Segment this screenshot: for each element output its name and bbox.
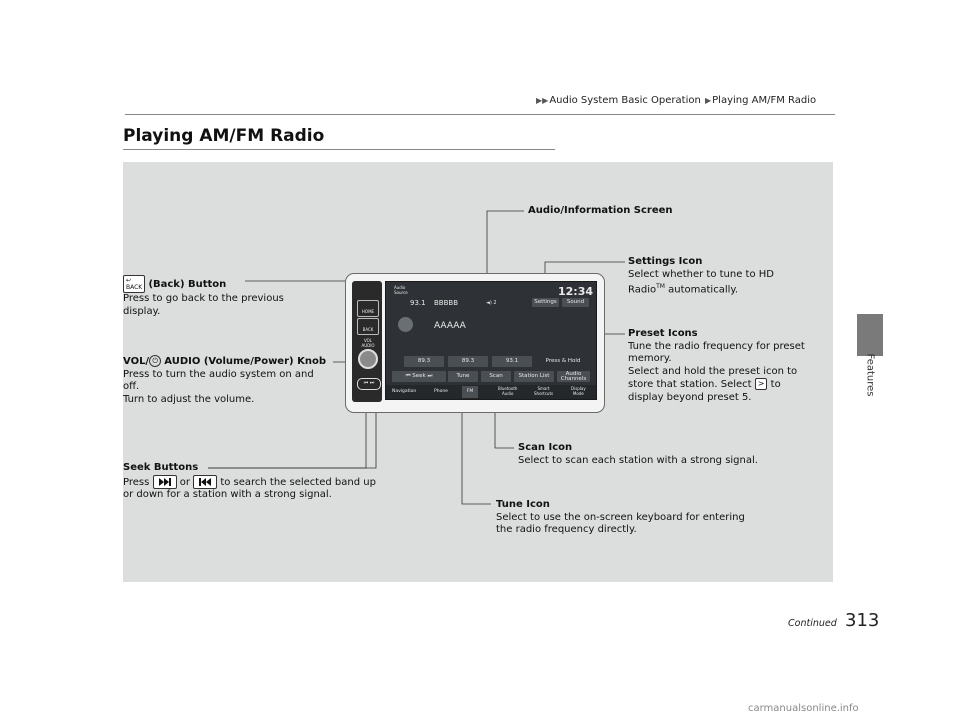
station-display: AAAAA (434, 321, 466, 331)
preset-icon-3[interactable]: 93.1 (492, 356, 532, 367)
seek-buttons-callout: Seek Buttons Press or to search the sele… (123, 462, 376, 500)
back-icon: ↩BACK (123, 275, 146, 293)
preset-icon-2[interactable]: 89.3 (448, 356, 488, 367)
nav-phone[interactable]: Phone (434, 389, 448, 394)
title-rule (123, 149, 555, 150)
seek-bar[interactable]: ⏮ Seek ⏭ (392, 371, 446, 382)
breadcrumb: ▶▶Audio System Basic Operation ▶Playing … (535, 95, 816, 106)
station-list-button[interactable]: Station List (514, 371, 554, 382)
nav-navigation[interactable]: Navigation (392, 389, 417, 394)
radio-icon (398, 317, 413, 332)
header-rule (125, 114, 835, 115)
preset-icon-1[interactable]: 89.3 (404, 356, 444, 367)
back-button-callout: ↩BACK (Back) Button Press to go back to … (123, 275, 284, 317)
next-preset-key-icon: > (754, 378, 768, 390)
signal-icon: ◄) 2 (486, 300, 497, 306)
clock: 12:34 (558, 285, 594, 298)
tune-icon-callout: Tune Icon Select to use the on-screen ke… (496, 499, 745, 535)
home-button[interactable]: HOME (357, 300, 379, 317)
watermark: carmanualsonline.info (748, 703, 859, 714)
vol-audio-knob-callout: VOL/⏻ AUDIO (Volume/Power) Knob Press to… (123, 355, 326, 405)
vol-audio-knob[interactable] (358, 349, 378, 369)
chapter-tab[interactable] (857, 314, 883, 356)
breadcrumb-arrow-icon: ▶▶ (536, 96, 549, 105)
power-icon: ⏻ (149, 355, 162, 367)
continued-label: Continued (788, 618, 837, 629)
nav-fm[interactable]: FM (462, 386, 478, 398)
settings-icon[interactable]: Settings (532, 298, 559, 307)
scan-icon[interactable]: Scan (481, 371, 511, 382)
current-station-name: BBBBB (434, 299, 459, 307)
page-title: Playing AM/FM Radio (123, 126, 325, 146)
back-button[interactable]: BACK (357, 318, 379, 335)
tune-icon[interactable]: Tune (448, 371, 478, 382)
audio-screen-callout: Audio/Information Screen (528, 205, 673, 216)
seek-up-icon (152, 474, 177, 489)
sound-button[interactable]: Sound (562, 298, 589, 307)
breadcrumb-section[interactable]: Audio System Basic Operation (549, 95, 701, 106)
current-frequency: 93.1 (410, 299, 426, 307)
page-number: 313 (845, 610, 880, 631)
preset-icons-callout: Preset Icons Tune the radio frequency fo… (628, 328, 805, 403)
breadcrumb-arrow-icon: ▶ (705, 96, 712, 105)
press-hold-hint: Press & Hold (545, 358, 581, 364)
settings-icon-callout: Settings Icon Select whether to tune to … (628, 256, 774, 296)
scan-icon-callout: Scan Icon Select to scan each station wi… (518, 442, 758, 466)
seek-buttons[interactable]: ⏮ ⏭ (357, 378, 381, 390)
breadcrumb-page[interactable]: Playing AM/FM Radio (712, 95, 817, 106)
seek-down-icon (193, 474, 218, 489)
